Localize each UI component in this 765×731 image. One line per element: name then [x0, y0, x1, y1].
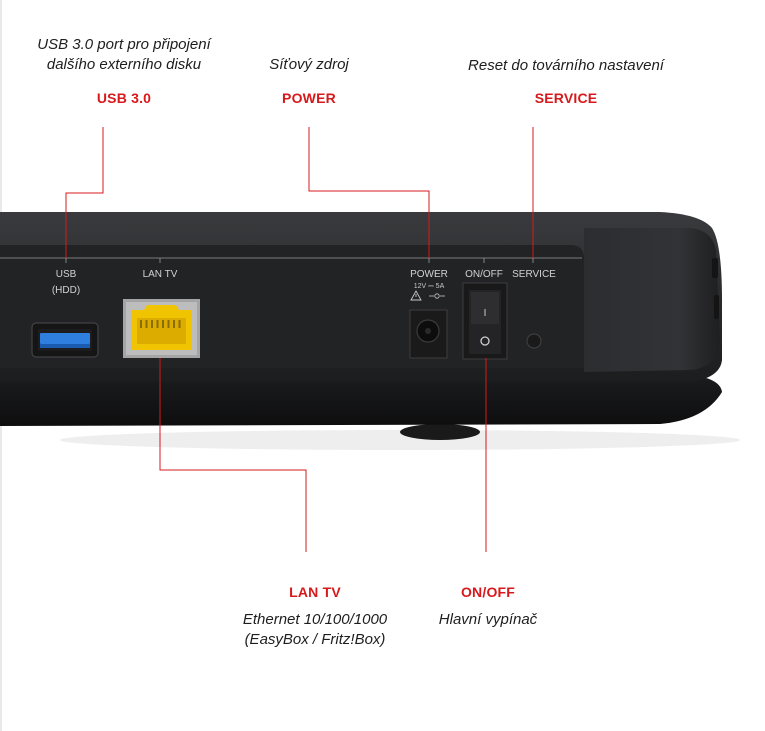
- onoff-callout: ON/OFF Hlavní vypínač: [418, 584, 558, 630]
- lan-description-line1: Ethernet 10/100/1000: [242, 611, 388, 628]
- service-description: Reset do továrního nastavení: [468, 57, 664, 74]
- power-switch: I: [462, 282, 508, 360]
- usb-description-line1: USB 3.0 port pro připojení: [37, 36, 211, 53]
- usb-description-line2: dalšího externího disku: [46, 56, 202, 73]
- polarity-icon: [429, 293, 445, 299]
- usb-callout-label: USB 3.0: [96, 90, 152, 106]
- device-right-cap: [584, 228, 720, 372]
- onoff-description: Hlavní vypínač: [438, 611, 538, 628]
- power-leader-line: [308, 127, 430, 258]
- device-vent-bottom: [714, 295, 719, 319]
- power-callout: Síťový zdroj POWER: [229, 55, 389, 106]
- onoff-port-label: ON/OFF: [465, 269, 503, 280]
- lan-callout: LAN TV Ethernet 10/100/1000 (EasyBox / F…: [200, 584, 430, 650]
- device-shadow: [60, 424, 740, 450]
- lan-description-line2: (EasyBox / Fritz!Box): [244, 631, 386, 648]
- onoff-callout-label: ON/OFF: [460, 584, 516, 600]
- service-button: [526, 333, 542, 349]
- device-base: [0, 375, 722, 426]
- switch-off-mark: [480, 336, 490, 346]
- power-callout-label: POWER: [282, 90, 336, 106]
- usb-port: [31, 322, 99, 358]
- usb-leader-line: [65, 127, 104, 258]
- lan-port-pins: [140, 320, 181, 328]
- usb-callout: USB 3.0 port pro připojení dalšího exter…: [4, 35, 244, 106]
- power-rating-label: 12V ⎓ 5A: [414, 283, 445, 290]
- power-port-label: POWER: [410, 269, 448, 280]
- usb-port-sublabel: (HDD): [52, 285, 80, 296]
- switch-on-mark: I: [484, 308, 487, 319]
- service-port-label: SERVICE: [512, 269, 556, 280]
- power-description: Síťový zdroj: [269, 56, 349, 73]
- usb-port-label: USB: [56, 269, 77, 280]
- service-callout: Reset do továrního nastavení SERVICE: [436, 56, 696, 106]
- lan-callout-label: LAN TV: [289, 584, 341, 600]
- device-vent-top: [712, 258, 718, 278]
- lan-leader-line: [159, 358, 307, 552]
- service-callout-label: SERVICE: [534, 90, 598, 106]
- warning-icon: [410, 290, 422, 301]
- lan-port: [123, 299, 200, 358]
- power-jack: [409, 309, 448, 359]
- lan-port-label: LAN TV: [143, 269, 178, 280]
